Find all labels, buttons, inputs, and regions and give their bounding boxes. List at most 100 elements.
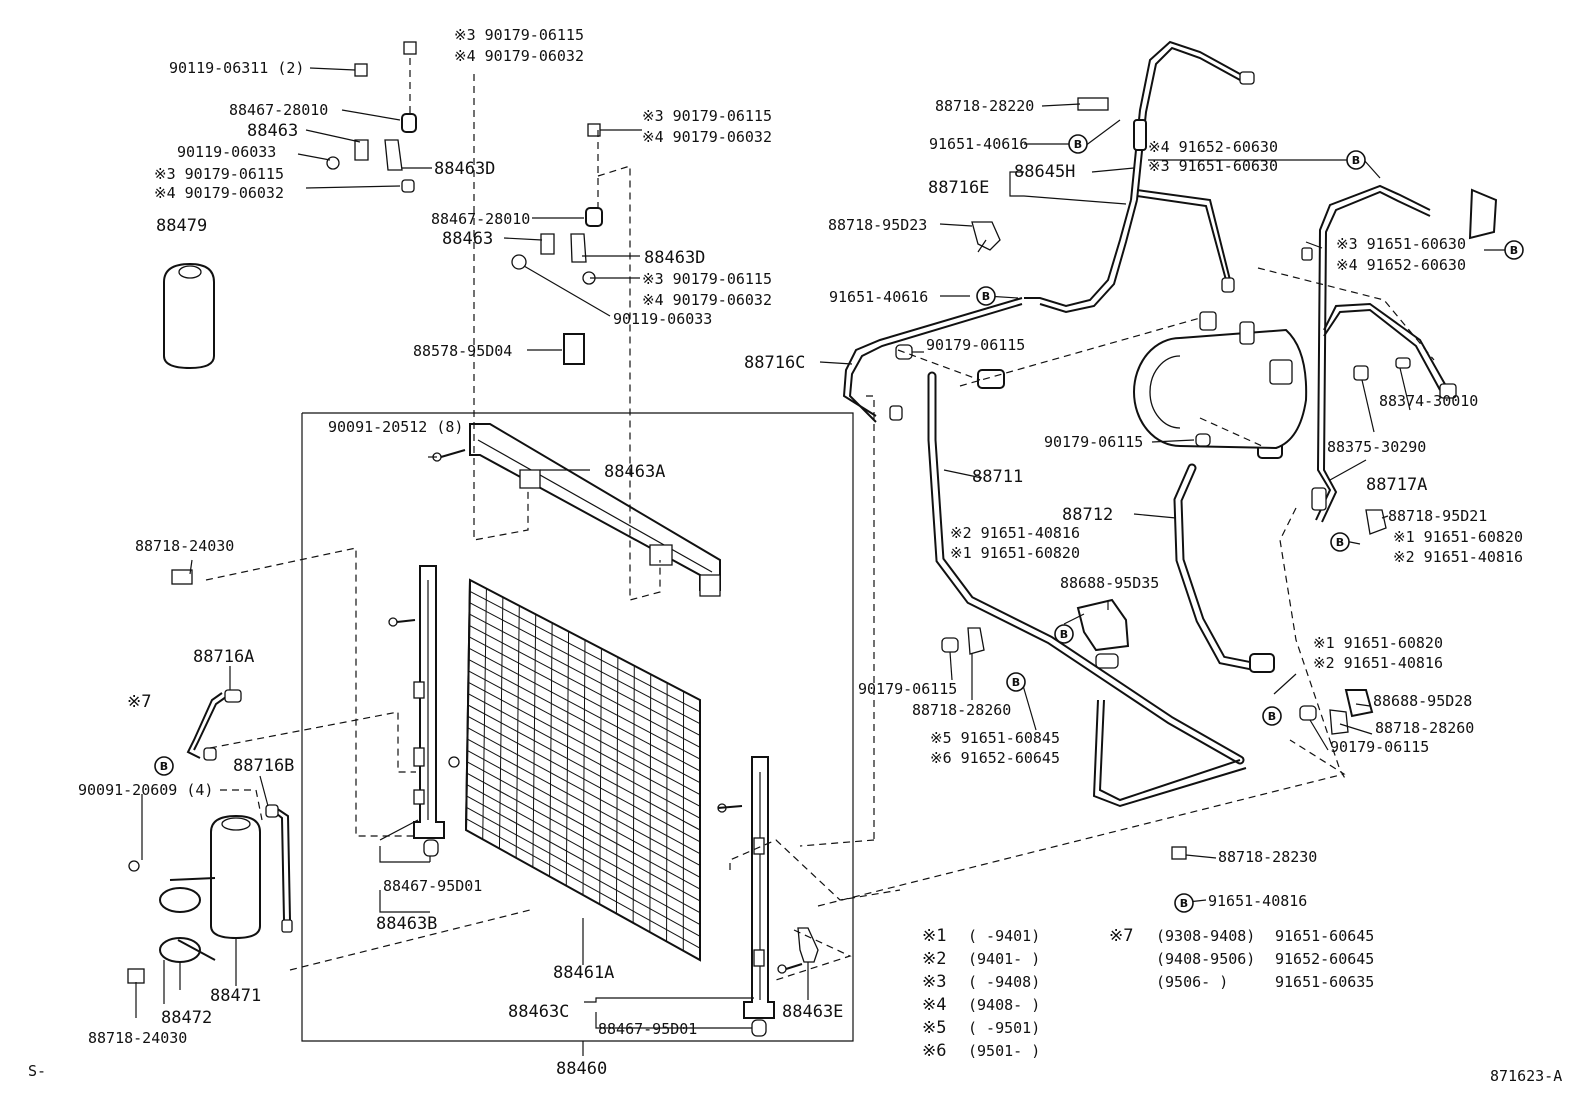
tube-88716e [1024, 199, 1132, 308]
part-label: ※4 91652-60630 [1336, 256, 1466, 274]
legend-mark: ※5 [922, 1018, 946, 1038]
top-left-mount-parts [326, 41, 603, 365]
legend7-part: 91652-60645 [1275, 950, 1374, 968]
part-label: 88712 [1062, 505, 1113, 525]
tube-88716b [271, 809, 285, 921]
legend-mark: ※2 [922, 949, 946, 969]
tube-88716e-right2 [1136, 195, 1227, 281]
compressor [1133, 311, 1308, 450]
legend-mark: ※4 [922, 995, 946, 1015]
part-label: 88463D [434, 159, 495, 179]
oring-90179-comp [1195, 433, 1211, 447]
part-label: 90179-06115 [926, 336, 1025, 354]
part-label: ※2 91651-40816 [1313, 654, 1443, 672]
part-label: 88374-30010 [1379, 392, 1478, 410]
legend7-range: (9408-9506) [1156, 950, 1255, 968]
part-label: ※3 90179-06115 [642, 270, 772, 288]
part-label: 88461A [553, 963, 614, 983]
svg-text:B: B [1510, 244, 1518, 257]
part-label: ※1 91651-60820 [1393, 528, 1523, 546]
pressure-switch-88645h [1133, 119, 1147, 151]
part-label: 88463C [508, 1002, 569, 1022]
part-label: 88718-24030 [88, 1029, 187, 1047]
legend-range: ( -9501) [968, 1019, 1040, 1037]
oring-90179-left [941, 637, 959, 653]
part-label: 88718-95D23 [828, 216, 927, 234]
legend7-range: (9506- ) [1156, 973, 1228, 991]
part-label: 90091-20609 (4) [78, 781, 213, 799]
tube-88716e-up2 [1136, 46, 1241, 201]
part-label: 88688-95D35 [1060, 574, 1159, 592]
part-label: ※2 91651-40816 [950, 524, 1080, 542]
b-marker: B [1006, 672, 1026, 692]
tube-88716b-2 [275, 807, 291, 921]
tube-88716e-right [1136, 189, 1231, 281]
part-label: 88463B [376, 914, 437, 934]
b-marker: B [154, 756, 174, 776]
part-labels: ※3 90179-06115 ※4 90179-06032 90119-0631… [28, 26, 1562, 1085]
part-label: 88467-28010 [431, 210, 530, 228]
part-label: 88463 [247, 121, 298, 141]
fitting-top-right [1239, 71, 1255, 85]
bracket-88688-95d28 [1344, 689, 1374, 718]
left-side-bracket [413, 565, 445, 839]
part-label: ※1 91651-60820 [1313, 634, 1443, 652]
fitting-88716a-b [203, 747, 217, 761]
part-label: 90179-06115 [858, 680, 957, 698]
part-label: 88718-28220 [935, 97, 1034, 115]
part-label: 88467-95D01 [383, 877, 482, 895]
svg-text:B: B [1180, 897, 1188, 910]
part-label: ※7 [127, 692, 151, 712]
legend7-range: (9308-9408) [1156, 927, 1255, 945]
legend-mark: ※1 [922, 926, 946, 946]
b-marker: B [1068, 134, 1088, 154]
legend-range: (9408- ) [968, 996, 1040, 1014]
clamp-88718-28220 [1077, 97, 1109, 111]
right-side-bracket [743, 756, 775, 1019]
part-label: 88463D [644, 248, 705, 268]
part-label: 88717A [1366, 475, 1427, 495]
tube-88716a [186, 692, 223, 759]
legend7-part: 91651-60635 [1275, 973, 1374, 991]
part-label: ※4 91652-60630 [1148, 138, 1278, 156]
part-label: 88463A [604, 462, 665, 482]
part-label: ※1 91651-60820 [950, 544, 1080, 562]
tube-88716e-up [1130, 40, 1241, 201]
part-label: 88716B [233, 756, 294, 776]
oring-88374 [1395, 357, 1411, 369]
group-label: 88460 [556, 1059, 607, 1079]
part-label: 88718-95D21 [1388, 507, 1487, 525]
tube-88717a [1315, 184, 1431, 521]
fitting-88717a-low [1311, 487, 1327, 511]
part-label: 88375-30290 [1327, 438, 1426, 456]
part-label: ※3 90179-06115 [154, 165, 284, 183]
fitting-88716c-end [889, 405, 903, 421]
part-label: ※2 91651-40816 [1393, 548, 1523, 566]
legend-range: (9501- ) [968, 1042, 1040, 1060]
svg-text:B: B [160, 760, 168, 773]
part-label: 88472 [161, 1008, 212, 1028]
part-label: 91651-40616 [829, 288, 928, 306]
tube-88717a-2 [1321, 190, 1431, 523]
part-label: ※3 90179-06115 [642, 107, 772, 125]
clamp-88718-24030-high [171, 569, 193, 585]
svg-text:B: B [1074, 138, 1082, 151]
nut-right-top [1301, 247, 1313, 261]
part-label: 90091-20512 (8) [328, 418, 463, 436]
part-label: ※4 90179-06032 [154, 184, 284, 202]
part-label: 90119-06033 [613, 310, 712, 328]
part-label: 88645H [1014, 162, 1075, 182]
part-label: ※4 90179-06032 [454, 47, 584, 65]
b-marker: B [1174, 893, 1194, 913]
part-label: 88716E [928, 178, 989, 198]
fitting-88711-top [977, 369, 1005, 389]
bracket-88472 [159, 877, 216, 990]
part-label: 88718-28260 [912, 701, 1011, 719]
part-label: ※4 90179-06032 [642, 291, 772, 309]
fitting-88716e-end [1221, 277, 1235, 293]
b-marker: B [1262, 706, 1282, 726]
drawing-number: 871623-A [1490, 1067, 1562, 1085]
bracket-88463e [797, 927, 819, 963]
corner-mark: S- [28, 1062, 46, 1080]
